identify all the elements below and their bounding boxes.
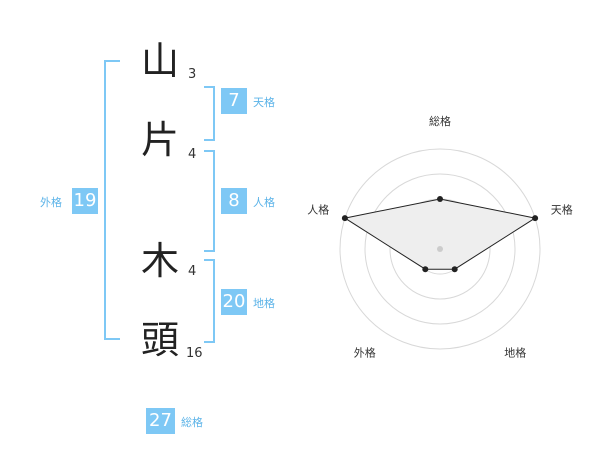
tenkaku-label: 天格 <box>253 96 275 109</box>
tenkaku-value: 7 <box>221 88 247 114</box>
soukaku-value: 27 <box>146 408 175 434</box>
gaikaku-label: 外格 <box>40 196 62 209</box>
radar-axis-label-0: 総格 <box>429 114 451 128</box>
soukaku-label: 総格 <box>181 416 203 429</box>
chikaku-value: 20 <box>221 289 247 315</box>
chikaku-label: 地格 <box>253 297 275 310</box>
gaikaku-bracket <box>104 60 120 340</box>
radar-axis-label-2: 地格 <box>504 346 526 360</box>
name-char-4: 頭 <box>141 318 180 362</box>
radar-point-1 <box>532 215 539 222</box>
name-char-3: 木 <box>141 239 180 283</box>
stroke-count-1: 3 <box>188 67 197 82</box>
stroke-count-4: 16 <box>186 346 203 361</box>
stroke-count-2: 4 <box>188 147 197 162</box>
jinkaku-label: 人格 <box>253 196 275 209</box>
radar-center-dot <box>437 246 443 252</box>
radar-area <box>343 198 537 270</box>
radar-ring-3 <box>364 173 516 325</box>
jinkaku-bracket <box>204 150 215 252</box>
tenkaku-bracket <box>204 86 215 141</box>
radar-axis-label-3: 外格 <box>354 346 376 360</box>
radar-axis-label-1: 天格 <box>551 202 573 216</box>
radar-point-0 <box>437 196 443 202</box>
name-char-1: 山 <box>141 39 180 83</box>
gaikaku-value: 19 <box>72 188 98 214</box>
stroke-count-3: 4 <box>188 264 197 279</box>
radar-ring-4 <box>339 148 541 350</box>
radar-point-2 <box>451 266 458 273</box>
chikaku-bracket <box>204 259 215 343</box>
radar-point-3 <box>422 266 429 273</box>
radar-point-4 <box>341 215 348 222</box>
name-char-2: 片 <box>141 118 180 162</box>
radar-axis-label-4: 人格 <box>307 202 329 216</box>
jinkaku-value: 8 <box>221 188 247 214</box>
